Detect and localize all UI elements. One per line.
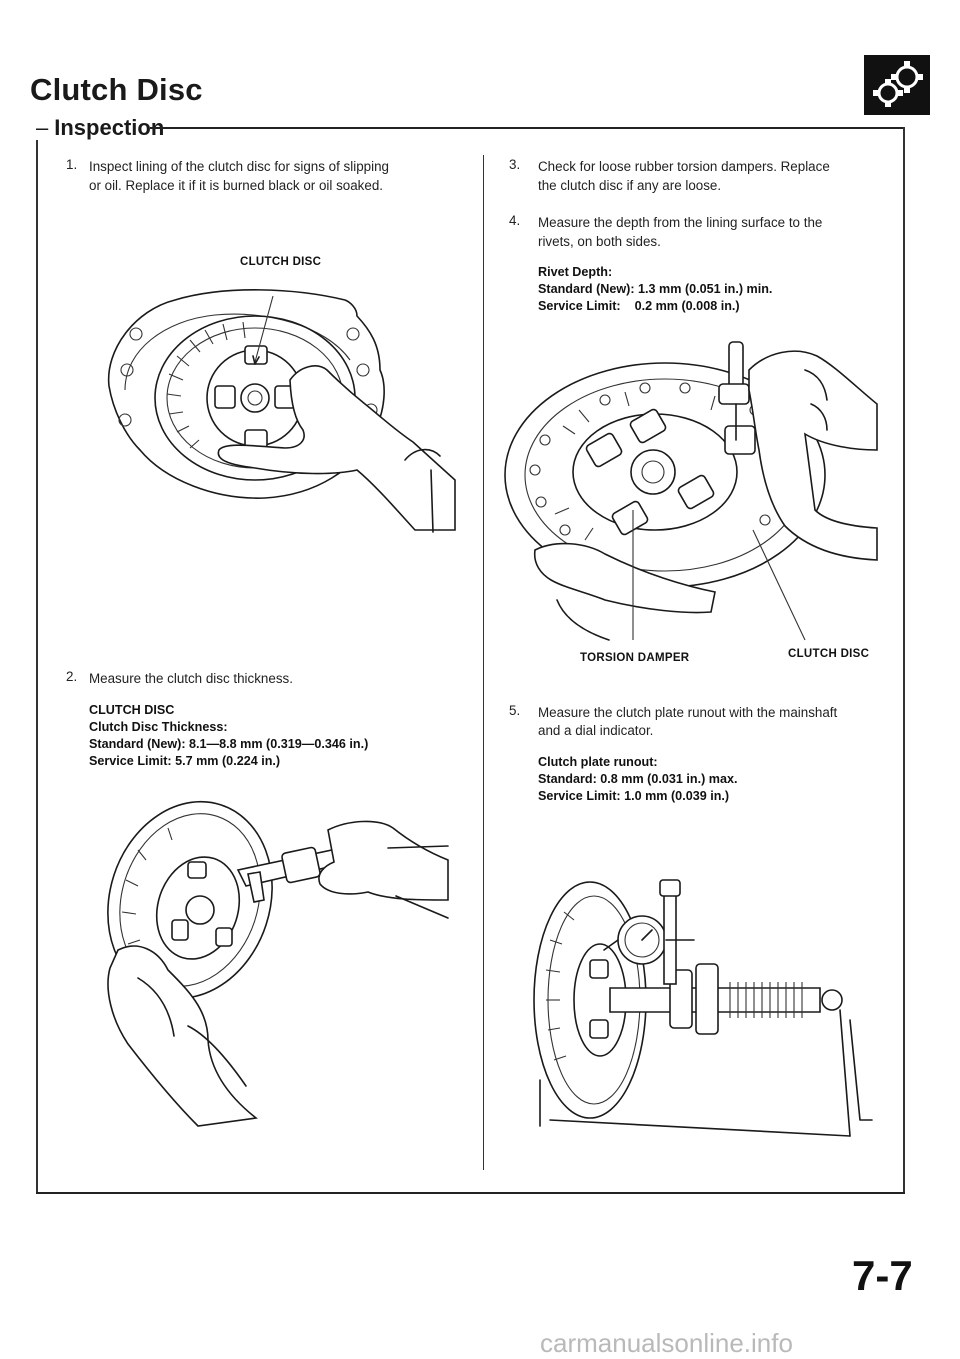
step-1-text-line-1: Inspect lining of the clutch disc for si… — [89, 159, 389, 174]
clutch-disc-inspection-figure — [95, 270, 475, 540]
step-4-number: 4. — [509, 213, 521, 228]
left-rule — [36, 140, 38, 1192]
column-divider — [483, 155, 484, 1170]
step-2-spec-title: Clutch Disc Thickness: — [89, 720, 228, 734]
step-1-figure-label: CLUTCH DISC — [240, 256, 322, 268]
step-3-number: 3. — [509, 157, 521, 172]
step-3-text-line-1: Check for loose rubber torsion dampers. … — [538, 159, 830, 174]
page-title: Clutch Disc — [30, 72, 203, 107]
step-3-text-line-2: the clutch disc if any are loose. — [538, 178, 722, 193]
step-2-number: 2. — [66, 669, 78, 684]
step-4-spec-limit: Service Limit: 0.2 mm (0.008 in.) — [538, 299, 740, 313]
step-1-text-line-2: or oil. Replace it if it is burned black… — [89, 178, 383, 193]
step-5-text-line-2: and a dial indicator. — [538, 723, 654, 738]
section-heading: –Inspection — [36, 115, 165, 140]
step-4-text-line-1: Measure the depth from the lining surfac… — [538, 215, 823, 230]
step-5-spec-limit: Service Limit: 1.0 mm (0.039 in.) — [538, 789, 730, 803]
step-2-text: Measure the clutch disc thickness. — [89, 671, 293, 686]
clutch-gear-icon — [864, 55, 930, 115]
step-4-spec-standard: Standard (New): 1.3 mm (0.051 in.) min. — [538, 282, 773, 296]
watermark-text: carmanualsonline.info — [540, 1328, 793, 1358]
rivet-depth-figure — [504, 330, 895, 650]
torsion-damper-label: TORSION DAMPER — [580, 652, 690, 664]
step-2-spec-label: CLUTCH DISC — [89, 703, 175, 717]
disc-thickness-figure — [88, 800, 468, 1130]
runout-dial-indicator-figure — [520, 820, 882, 1150]
step-4-text-line-2: rivets, on both sides. — [538, 234, 661, 249]
step-2-spec-standard: Standard (New): 8.1—8.8 mm (0.319—0.346 … — [89, 737, 369, 751]
step-1-number: 1. — [66, 157, 78, 172]
right-rule — [903, 127, 905, 1192]
step-5-text-line-1: Measure the clutch plate runout with the… — [538, 705, 838, 720]
top-rule — [150, 127, 905, 129]
page-number: 7-7 — [852, 1252, 913, 1299]
bottom-rule — [36, 1192, 905, 1194]
section-title: Inspection — [54, 115, 165, 140]
step-5-spec-standard: Standard: 0.8 mm (0.031 in.) max. — [538, 772, 738, 786]
clutch-disc-label-right: CLUTCH DISC — [788, 648, 870, 660]
step-4-spec-title: Rivet Depth: — [538, 265, 613, 279]
step-5-spec-title: Clutch plate runout: — [538, 755, 658, 769]
step-2-spec-limit: Service Limit: 5.7 mm (0.224 in.) — [89, 754, 281, 768]
step-5-number: 5. — [509, 703, 521, 718]
